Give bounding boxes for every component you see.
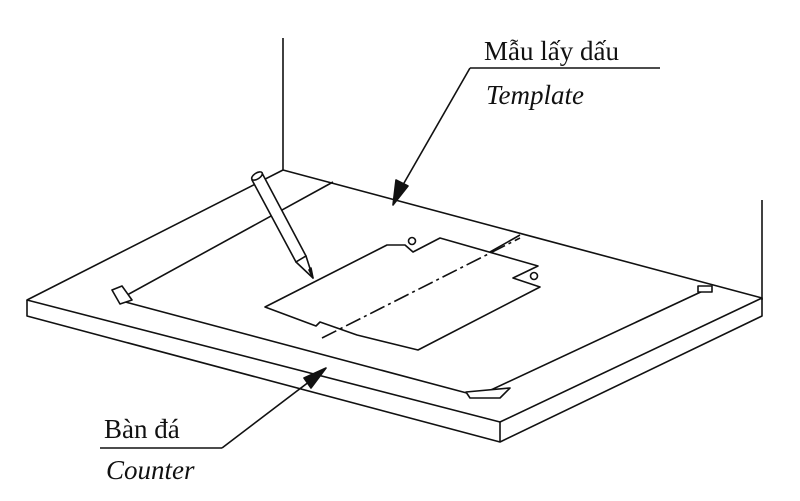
- counter-label-en: Counter: [106, 455, 195, 485]
- template-clip-right: [697, 285, 713, 293]
- cutout-hole-2: [529, 271, 539, 281]
- template-clip-front: [465, 387, 511, 399]
- template-label-vi: Mẫu lấy dấu: [484, 36, 619, 66]
- template-cutout: [264, 237, 541, 351]
- counter-leader: [100, 367, 327, 449]
- pencil-icon: [250, 171, 314, 279]
- template-right-edge: [489, 234, 521, 253]
- template-label-en: Template: [486, 80, 585, 110]
- counter-label-vi: Bàn đá: [104, 414, 180, 444]
- cutout-hole-1: [407, 236, 417, 246]
- template-sheet: [117, 181, 334, 301]
- center-line: [321, 237, 521, 339]
- template-leader: [392, 67, 660, 206]
- template-clip-left: [111, 285, 133, 305]
